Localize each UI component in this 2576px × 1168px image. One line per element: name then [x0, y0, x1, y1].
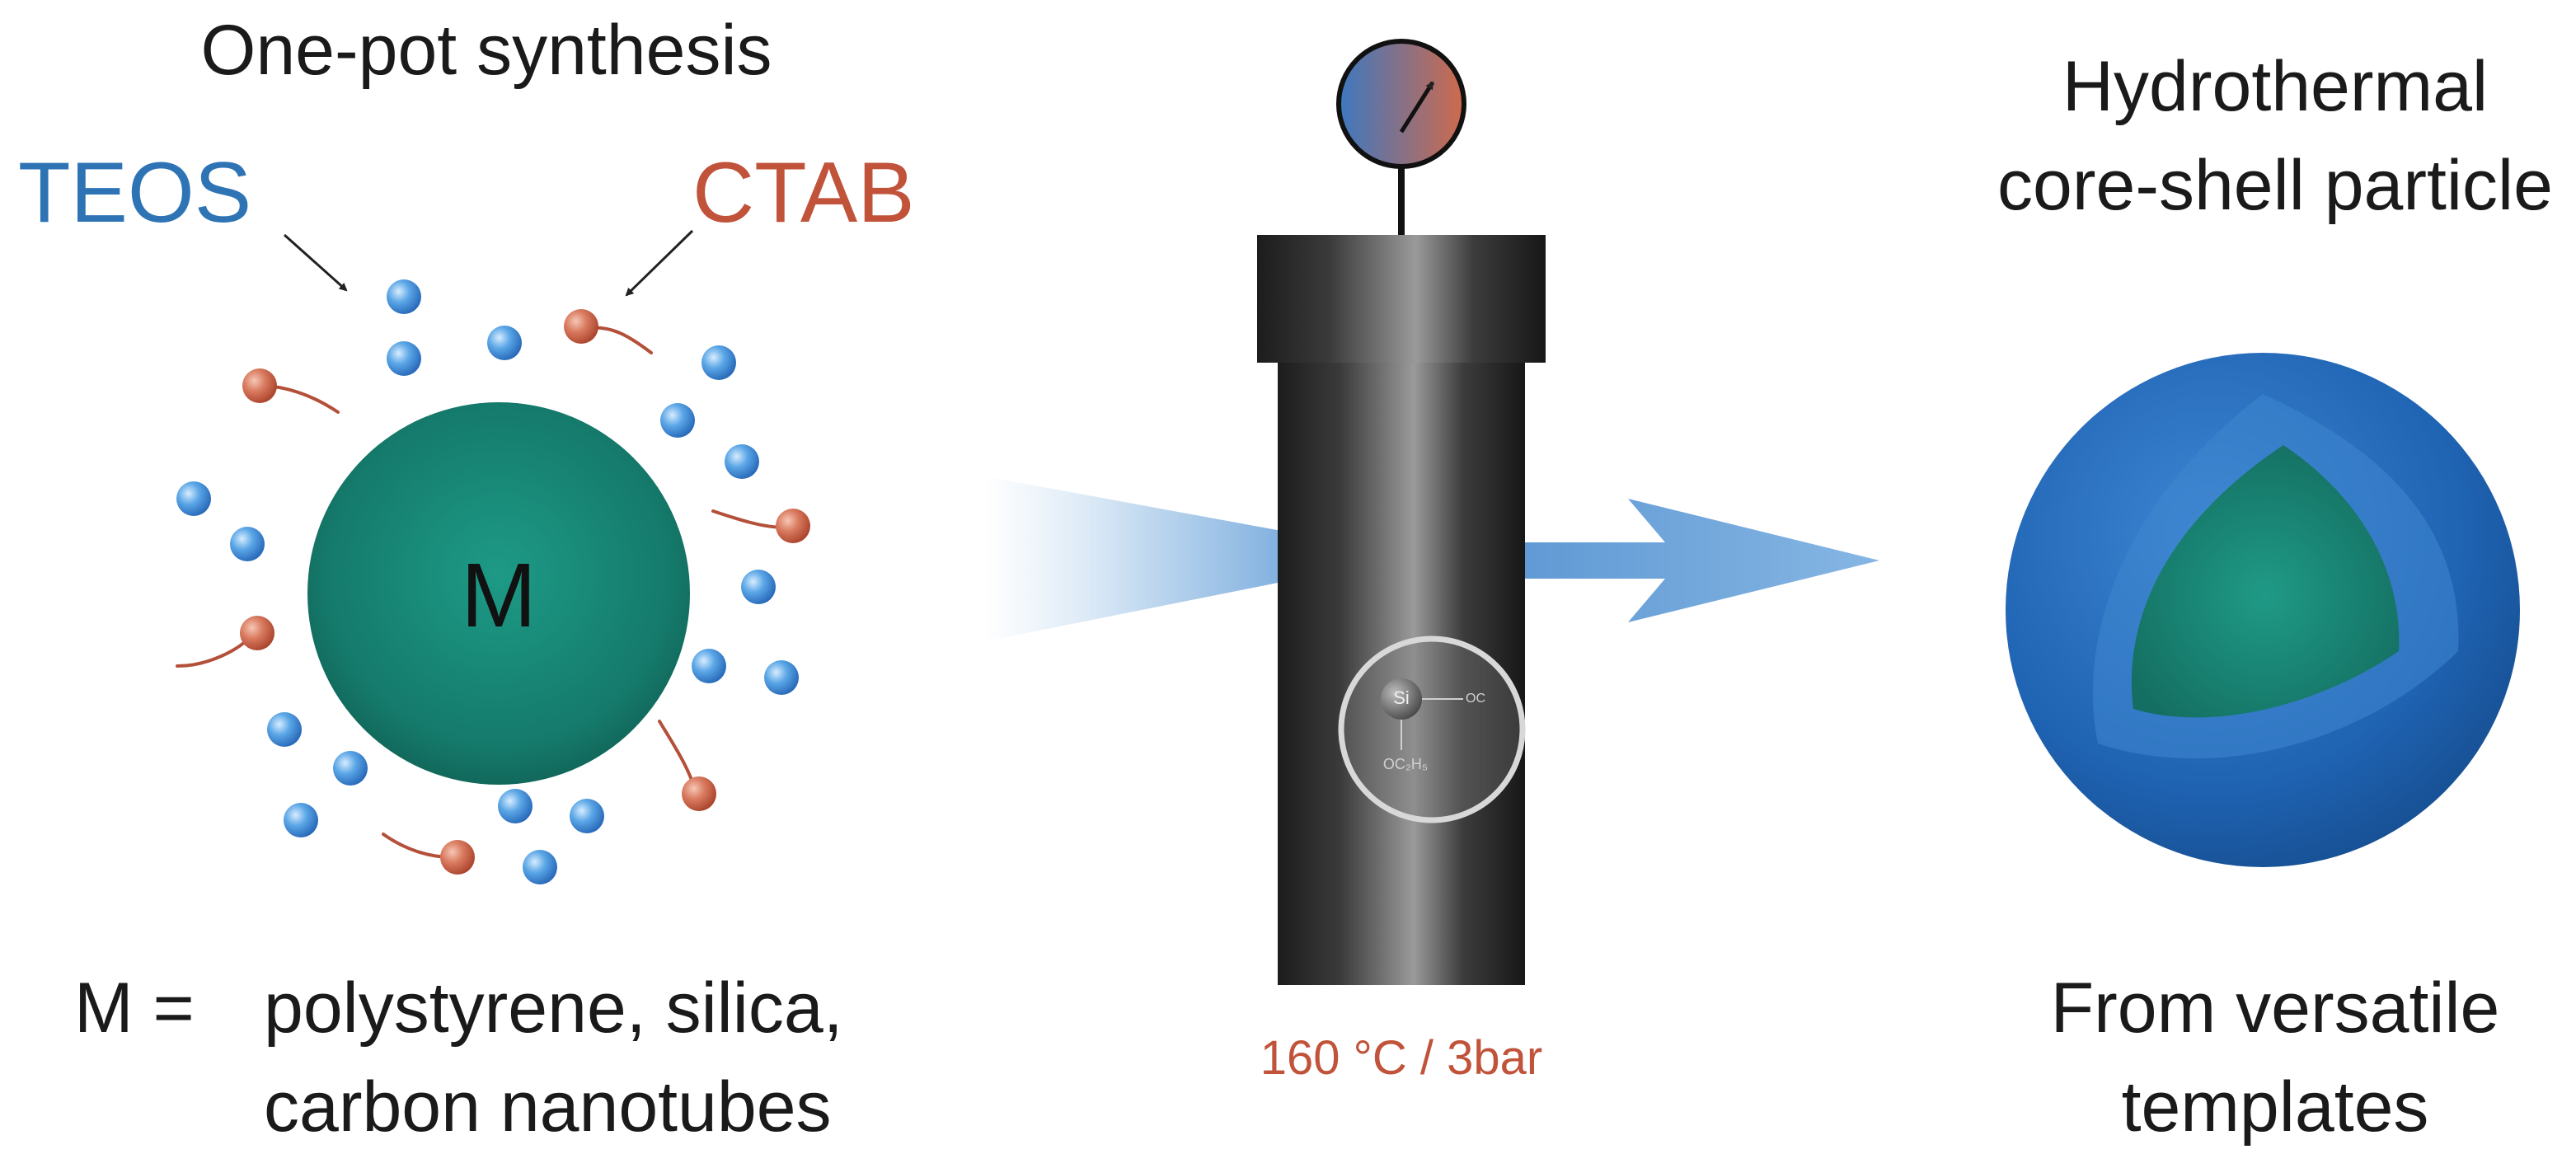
right-title-line-1: Hydrothermal: [2062, 47, 2489, 126]
teos-spheres: [176, 279, 799, 884]
ctab-tail: [711, 509, 786, 529]
ctab-head: [440, 840, 475, 875]
teos-sphere: [284, 803, 318, 837]
ctab-head: [240, 616, 274, 650]
teos-sphere: [387, 279, 421, 314]
teos-sphere: [692, 649, 726, 683]
right-caption-line-2: templates: [2121, 1067, 2429, 1147]
teos-sphere: [333, 751, 368, 786]
teos-sphere: [764, 660, 799, 695]
silicon-atom: [1381, 678, 1422, 720]
reaction-conditions: 160 °C / 3bar: [1260, 1031, 1543, 1085]
teos-label: TEOS: [18, 145, 252, 241]
teos-sphere: [487, 326, 522, 360]
teos-sphere: [570, 799, 604, 833]
reaction-window: [1338, 636, 1526, 823]
ctab-head: [682, 776, 716, 811]
input-funnel: [985, 476, 1286, 641]
inner-core-cutaway: [2131, 445, 2400, 718]
teos-sphere: [701, 345, 736, 380]
teos-pointer-line: [284, 233, 348, 292]
definition-line-1: polystyrene, silica,: [264, 969, 843, 1048]
teos-sphere: [741, 570, 776, 604]
right-caption-line-1: From versatile: [2050, 969, 2500, 1048]
teos-sphere: [387, 341, 421, 376]
definition-line-2: carbon nanotubes: [264, 1067, 832, 1147]
teos-sphere: [267, 712, 302, 747]
right-title-line-2: core-shell particle: [1997, 146, 2553, 225]
teos-sphere: [660, 403, 695, 438]
ctab-pointer-line: [625, 229, 694, 297]
definition-prefix: M =: [74, 969, 195, 1048]
teos-sphere: [230, 527, 265, 561]
output-arrow: [1513, 499, 1879, 622]
window-group-bottom: OC₂H₅: [1382, 756, 1429, 772]
ctab-label: CTAB: [692, 145, 915, 241]
autoclave-body: [1278, 363, 1525, 985]
teos-sphere: [725, 444, 759, 479]
window-group-right: OC: [1466, 692, 1485, 706]
gauge-needle: [1399, 81, 1435, 134]
ctab-head: [242, 368, 277, 403]
autoclave-lid: [1257, 235, 1546, 363]
teos-sphere: [523, 850, 557, 884]
ctab-heads: [240, 309, 810, 875]
teos-sphere: [498, 789, 533, 823]
ctab-head: [564, 309, 598, 344]
silicon-atom-label: Si: [1393, 687, 1410, 708]
pressure-gauge: [1336, 39, 1466, 169]
core-particle: [307, 402, 690, 785]
teos-sphere: [176, 481, 211, 516]
core-label: M: [461, 545, 537, 646]
left-title: One-pot synthesis: [200, 11, 772, 90]
ctab-head: [776, 509, 810, 543]
